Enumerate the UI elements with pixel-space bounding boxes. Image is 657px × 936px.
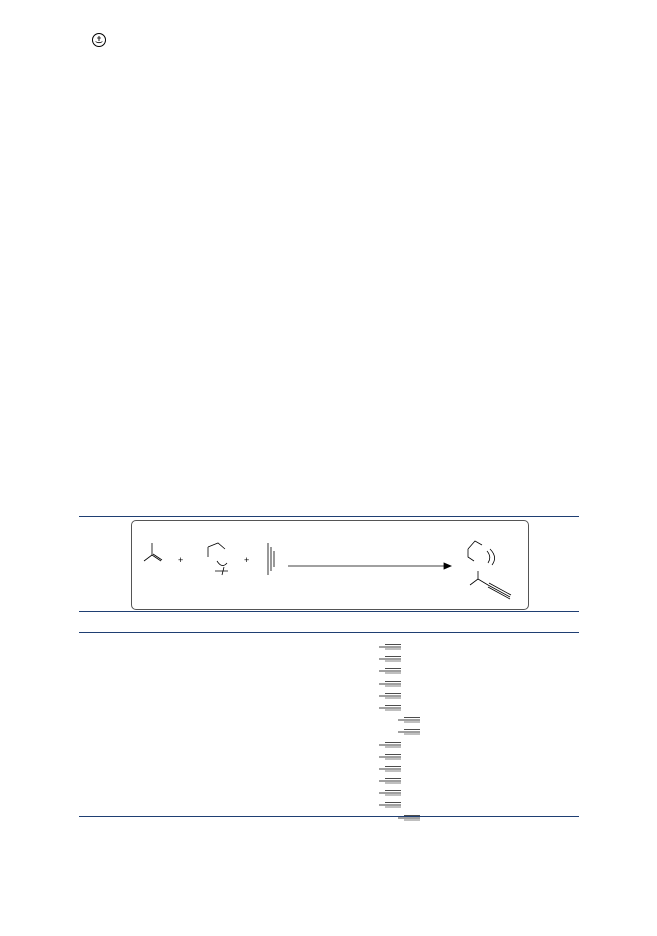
header-bottom-rule: [79, 632, 579, 633]
table-bottom-rule: [79, 816, 579, 817]
row-mark: [379, 766, 401, 772]
row-mark: [379, 778, 401, 784]
reaction-table: + +: [79, 516, 579, 820]
product-structure: [467, 540, 512, 600]
table-row: [379, 810, 439, 822]
reactant-1-structure: [143, 543, 163, 562]
row-mark: [379, 644, 401, 650]
row-mark: [398, 717, 420, 723]
table-row: [379, 797, 439, 809]
row-mark: [379, 741, 401, 747]
plus-sign-2: +: [244, 555, 250, 565]
row-mark: [398, 729, 420, 735]
table-row: [379, 639, 439, 651]
table-row: [379, 761, 439, 773]
scheme-drawing: [143, 540, 512, 600]
table-row: [379, 749, 439, 761]
row-mark: [398, 814, 420, 820]
table-row: [379, 651, 439, 663]
table-row: [379, 785, 439, 797]
scheme-bottom-rule: [79, 611, 579, 612]
table-row: [379, 737, 439, 749]
table-row: [379, 724, 439, 736]
row-mark: [379, 692, 401, 698]
row-mark: [379, 802, 401, 808]
row-mark: [379, 705, 401, 711]
table-top-rule: [79, 516, 579, 517]
row-mark: [379, 680, 401, 686]
reaction-scheme: + +: [131, 520, 529, 610]
table-rows: [379, 639, 439, 822]
table-row: [379, 676, 439, 688]
reactant-2-structure: [207, 542, 228, 576]
row-mark: [379, 668, 401, 674]
table-row: [379, 773, 439, 785]
table-row: [379, 663, 439, 675]
table-row: [379, 700, 439, 712]
row-mark: [379, 656, 401, 662]
row-mark: [379, 753, 401, 759]
table-row: [379, 688, 439, 700]
row-mark: [379, 790, 401, 796]
right-arrow-icon: [288, 562, 453, 570]
circle-emblem-icon: [92, 33, 106, 47]
plus-sign-1: +: [178, 555, 184, 565]
table-row: [379, 712, 439, 724]
reactant-3-structure: [267, 543, 275, 575]
